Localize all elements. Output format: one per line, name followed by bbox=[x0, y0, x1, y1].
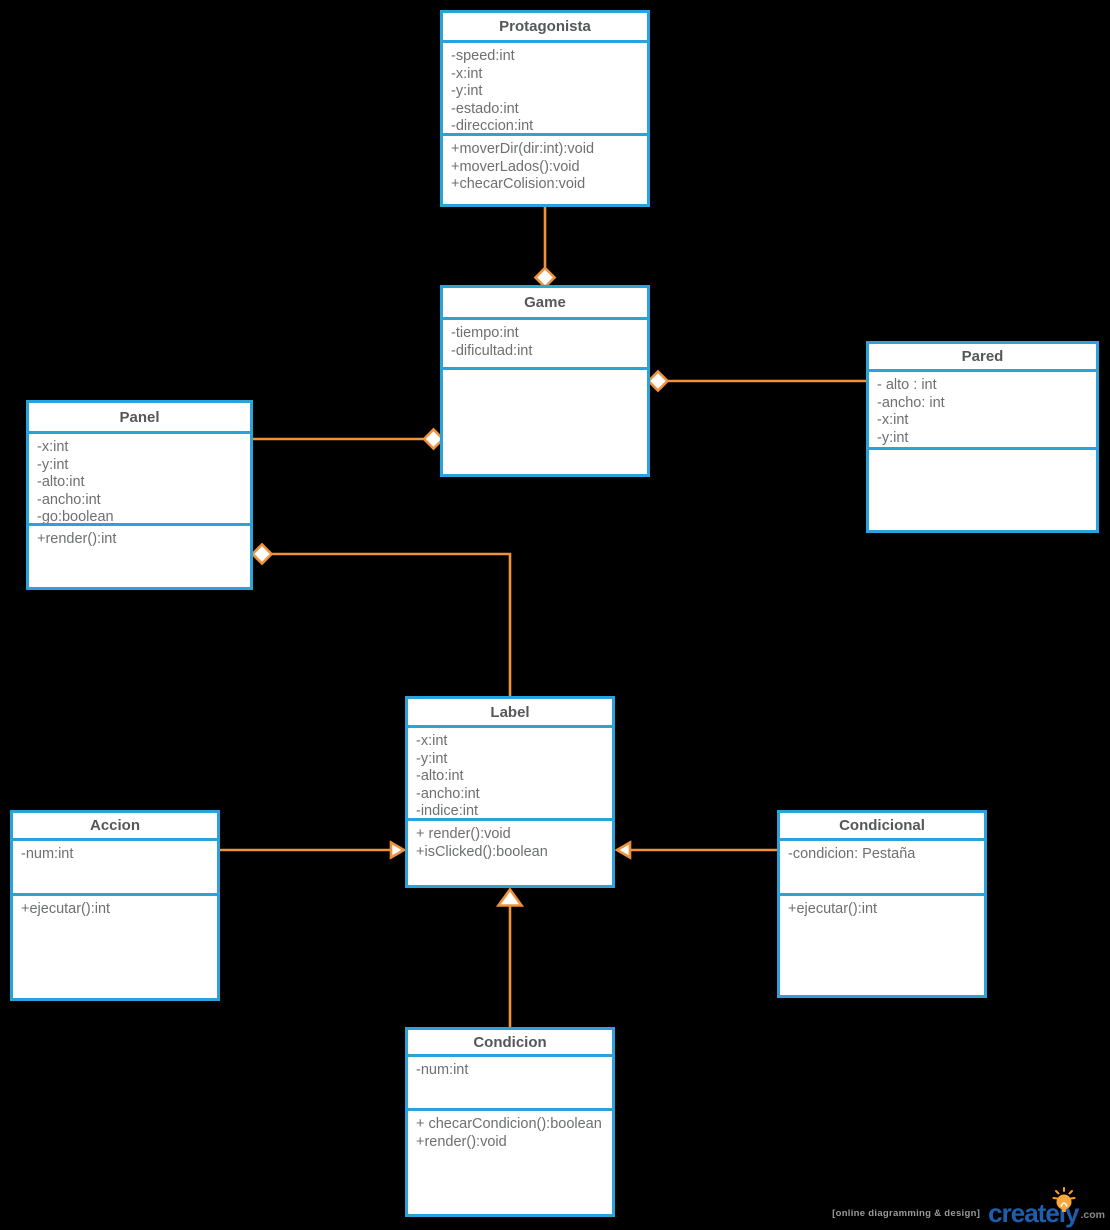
class-box-label: Label -x:int-y:int-alto:int-ancho:int-in… bbox=[405, 696, 615, 888]
member-line: - alto : int bbox=[877, 377, 937, 393]
member-line: -num:int bbox=[21, 846, 74, 862]
member-line: -alto:int bbox=[416, 768, 464, 784]
class-attributes: -condicion: Pestaña bbox=[780, 838, 984, 893]
class-methods bbox=[869, 447, 1096, 530]
class-attributes: -num:int bbox=[13, 838, 217, 893]
member-line: +isClicked():boolean bbox=[416, 843, 548, 860]
aggregation-diamond-panel-icon bbox=[250, 542, 274, 566]
member-line: -alto:int bbox=[37, 474, 85, 490]
class-methods: + render():void+isClicked():boolean bbox=[408, 818, 612, 885]
member-line: -condicion: Pestaña bbox=[788, 846, 916, 862]
member-line: +render():int bbox=[37, 531, 117, 547]
class-box-game: Game -tiempo:int-dificultad:int bbox=[440, 285, 650, 477]
watermark: [online diagramming & design] creately .… bbox=[832, 1187, 1105, 1226]
member-line: -y:int bbox=[877, 429, 909, 446]
class-methods: + checarCondicion():boolean+render():voi… bbox=[408, 1108, 612, 1214]
member-line: +checarColision:void bbox=[451, 176, 586, 192]
member-line: -ancho:int bbox=[37, 491, 101, 508]
member-line: -estado:int bbox=[451, 100, 519, 117]
arrowhead-label-right-icon bbox=[614, 840, 632, 860]
class-box-condicional: Condicional -condicion: Pestaña +ejecuta… bbox=[777, 810, 987, 998]
arrowhead-label-left-icon bbox=[389, 840, 407, 860]
inheritance-arrow-label-bottom-icon bbox=[495, 887, 525, 907]
connector-label-panel bbox=[271, 552, 512, 697]
brand-domain: .com bbox=[1080, 1209, 1105, 1221]
class-attributes: -x:int-y:int-alto:int-ancho:int-indice:i… bbox=[408, 725, 612, 818]
member-line: +ejecutar():int bbox=[788, 901, 878, 917]
class-title: Panel bbox=[119, 408, 160, 426]
lightbulb-icon bbox=[1052, 1187, 1076, 1212]
class-box-accion: Accion -num:int +ejecutar():int bbox=[10, 810, 220, 1001]
member-line: -x:int bbox=[37, 439, 69, 455]
class-methods: +ejecutar():int bbox=[780, 893, 984, 995]
member-line: -y:int bbox=[37, 456, 69, 473]
member-line: -y:int bbox=[451, 83, 483, 99]
class-title: Accion bbox=[89, 817, 140, 834]
watermark-tagline: [online diagramming & design] bbox=[832, 1208, 981, 1219]
member-line: -speed:int bbox=[451, 48, 515, 64]
class-title: Protagonista bbox=[499, 18, 591, 35]
class-box-condicion: Condicion -num:int + checarCondicion():b… bbox=[405, 1027, 615, 1217]
class-attributes: -tiempo:int-dificultad:int bbox=[443, 317, 647, 367]
class-attributes: -x:int-y:int-alto:int-ancho:int-go:boole… bbox=[29, 431, 250, 523]
member-line: +render():void bbox=[416, 1133, 507, 1150]
class-methods: +ejecutar():int bbox=[13, 893, 217, 998]
class-title: Game bbox=[524, 294, 566, 311]
class-title: Pared bbox=[961, 348, 1004, 365]
member-line: -y:int bbox=[416, 750, 448, 767]
class-box-pared: Pared - alto : int-ancho: int-x:int-y:in… bbox=[866, 341, 1099, 533]
class-attributes: -speed:int-x:int-y:int-estado:int-direcc… bbox=[443, 40, 647, 133]
class-title: Condicion bbox=[473, 1033, 547, 1051]
member-line: -x:int bbox=[877, 412, 909, 428]
class-methods: +moverDir(dir:int):void+moverLados():voi… bbox=[443, 133, 647, 204]
member-line: -indice:int bbox=[416, 803, 479, 818]
member-line: -x:int bbox=[416, 733, 448, 749]
member-line: +moverDir(dir:int):void bbox=[451, 141, 595, 157]
class-title: Condicional bbox=[839, 817, 925, 834]
class-title: Label bbox=[490, 703, 530, 721]
class-attributes: -num:int bbox=[408, 1054, 612, 1108]
class-box-panel: Panel -x:int-y:int-alto:int-ancho:int-go… bbox=[26, 400, 253, 590]
member-line: -ancho: int bbox=[877, 394, 945, 411]
member-line: + render():void bbox=[416, 826, 511, 842]
class-methods: +render():int bbox=[29, 523, 250, 587]
member-line: +ejecutar():int bbox=[21, 901, 111, 917]
class-attributes: - alto : int-ancho: int-x:int-y:int bbox=[869, 369, 1096, 447]
brand-logo: creately bbox=[988, 1187, 1079, 1226]
member-line: + checarCondicion():boolean bbox=[416, 1116, 602, 1132]
aggregation-diamond-game-right-icon bbox=[646, 369, 670, 393]
member-line: -ancho:int bbox=[416, 785, 480, 802]
class-box-protagonista: Protagonista -speed:int-x:int-y:int-esta… bbox=[440, 10, 650, 207]
member-line: -x:int bbox=[451, 65, 483, 82]
class-methods bbox=[443, 367, 647, 474]
member-line: -direccion:int bbox=[451, 118, 534, 133]
member-line: +moverLados():void bbox=[451, 158, 580, 175]
member-line: -dificultad:int bbox=[451, 342, 533, 359]
member-line: -go:boolean bbox=[37, 509, 114, 523]
member-line: -num:int bbox=[416, 1062, 469, 1078]
member-line: -tiempo:int bbox=[451, 325, 519, 341]
